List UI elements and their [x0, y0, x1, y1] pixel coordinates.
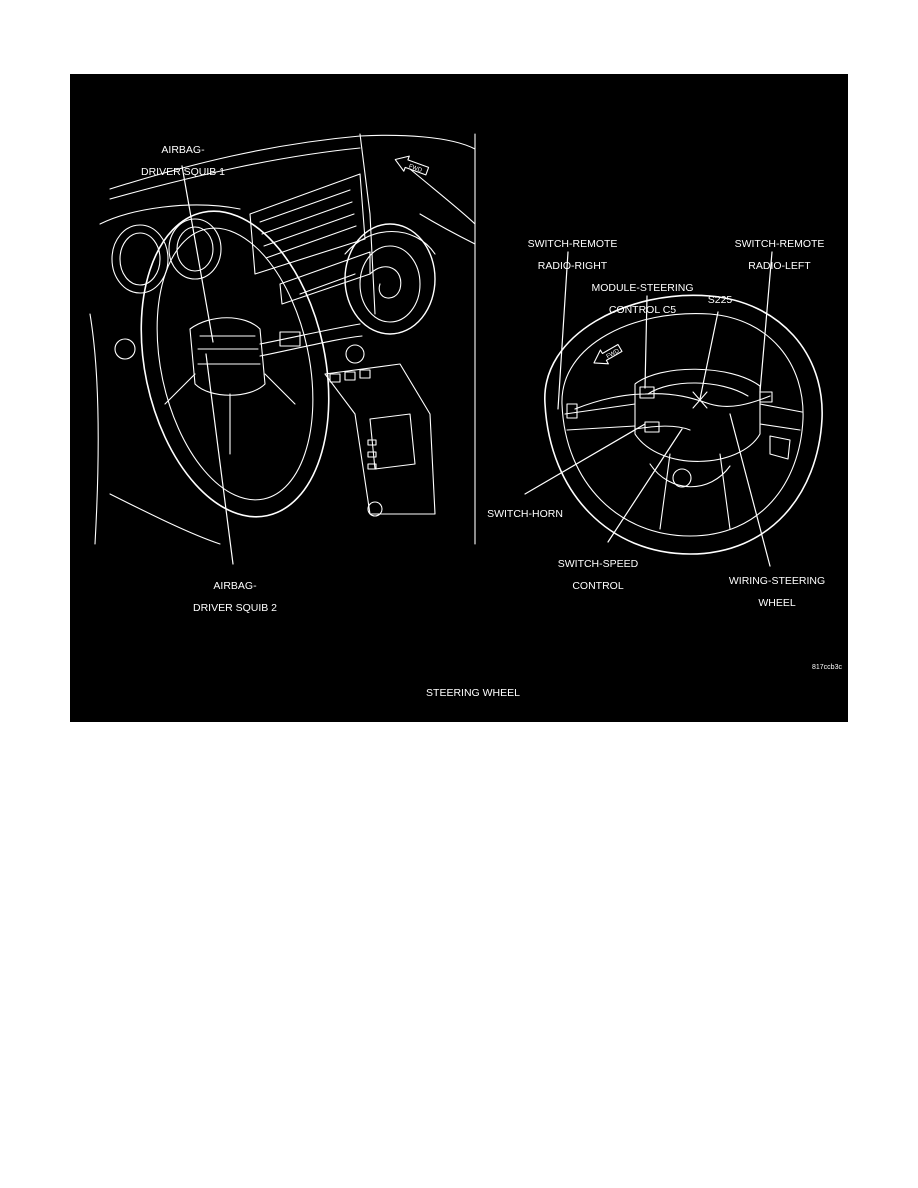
line-art: FWD — [89, 133, 823, 567]
fwd-arrow-icon: FWD — [394, 155, 430, 176]
callout-switch-remote-radio-right: SWITCH-REMOTE RADIO-RIGHT — [527, 238, 618, 272]
callout-s225: S225 — [707, 294, 733, 306]
svg-text:FWD: FWD — [408, 164, 424, 175]
dashboard-illustration — [89, 133, 476, 545]
leader-lines — [181, 165, 773, 567]
callout-switch-speed-control: SWITCH-SPEED CONTROL — [557, 558, 639, 592]
callout-airbag-driver-squib-1: AIRBAG- DRIVER SQUIB 1 — [140, 144, 226, 178]
figure-code: 817ccb3c — [812, 664, 842, 671]
callout-switch-horn: SWITCH-HORN — [487, 508, 563, 520]
callout-module-steering-control-c5: MODULE-STEERING CONTROL C5 — [591, 282, 694, 316]
steering-wheel-closeup — [544, 294, 823, 555]
callout-airbag-driver-squib-2: AIRBAG- DRIVER SQUIB 2 — [192, 580, 278, 614]
figure-caption: STEERING WHEEL — [426, 687, 520, 699]
callout-wiring-steering-wheel: WIRING-STEERING WHEEL — [728, 575, 826, 609]
diagram-panel: FWD — [70, 74, 848, 722]
fwd-arrow-icon: FWD — [593, 343, 623, 365]
callout-switch-remote-radio-left: SWITCH-REMOTE RADIO-LEFT — [734, 238, 825, 272]
